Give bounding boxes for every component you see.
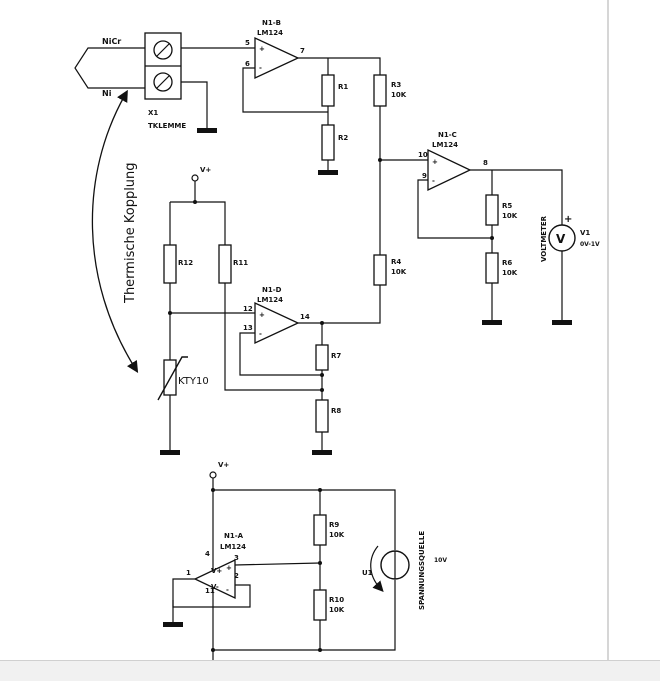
opamp-n1a-minus: - [226, 586, 229, 594]
supply-label-bottom: V+ [218, 461, 229, 469]
opamp-n1b-pin5: 5 [245, 39, 250, 47]
opamp-n1a [193, 558, 236, 600]
voltmeter-ref: V1 [580, 229, 590, 237]
voltage-source-u1 [370, 545, 410, 592]
r4-value: 10K [391, 268, 407, 276]
thermocouple [74, 47, 145, 89]
r5-value: 10K [502, 212, 518, 220]
r3-value: 10K [391, 91, 407, 99]
opamp-n1c [427, 148, 472, 192]
opamp-n1b-type: LM124 [257, 29, 283, 37]
resistor-r3 [373, 74, 387, 107]
r2-ref: R2 [338, 134, 348, 142]
r11-ref: R11 [233, 259, 248, 267]
opamp-n1a-pin11: 11 [205, 587, 215, 595]
voltmeter-label: VOLTMETER [540, 215, 548, 262]
opamp-n1b-minus: - [259, 64, 262, 72]
terminal-ref: X1 [148, 109, 158, 117]
r9-value: 10K [329, 531, 345, 539]
opamp-n1a-pin1: 1 [186, 569, 191, 577]
opamp-n1c-pin9: 9 [422, 172, 427, 180]
frame-edge-bottom [0, 660, 660, 681]
opamp-n1b-pin7: 7 [300, 47, 305, 55]
r5-ref: R5 [502, 202, 512, 210]
opamp-n1c-pin8: 8 [483, 159, 488, 167]
opamp-n1b-ref: N1-B [262, 19, 281, 27]
resistor-r12 [163, 244, 177, 284]
opamp-n1a-vplus: V+ [211, 567, 222, 575]
voltmeter-range: 0V-1V [580, 241, 600, 248]
r6-ref: R6 [502, 259, 512, 267]
supply-node-bottom [209, 471, 217, 479]
opamp-n1a-vminus: V- [211, 583, 219, 591]
resistor-r9 [313, 514, 327, 546]
coupling-label: Thermische Kopplung [123, 162, 138, 304]
opamp-n1d-pin12: 12 [243, 305, 253, 313]
nicr-label: NiCr [102, 37, 121, 46]
supply-label-top: V+ [200, 166, 211, 174]
terminal-name: TKLEMME [148, 122, 186, 130]
ni-label: Ni [102, 89, 112, 98]
r8-ref: R8 [331, 407, 341, 415]
resistor-r5 [485, 194, 499, 226]
sensor-label: KTY10 [178, 376, 209, 387]
r12-ref: R12 [178, 259, 193, 267]
resistor-r8 [315, 399, 329, 433]
opamp-n1d-ref: N1-D [262, 286, 282, 294]
opamp-n1d-pin13: 13 [243, 324, 253, 332]
terminal-block-x1 [144, 32, 182, 100]
opamp-n1d [254, 301, 300, 345]
source-value: 10V [434, 557, 447, 564]
supply-node-top [191, 174, 199, 182]
r7-ref: R7 [331, 352, 341, 360]
opamp-n1c-ref: N1-C [438, 131, 457, 139]
opamp-n1c-plus: + [432, 158, 438, 166]
resistor-r7 [315, 344, 329, 371]
resistor-r1 [321, 74, 335, 107]
resistor-r10 [313, 589, 327, 621]
opamp-n1d-plus: + [259, 311, 265, 319]
opamp-n1d-type: LM124 [257, 296, 283, 304]
resistor-r11 [218, 244, 232, 284]
opamp-n1b [254, 36, 300, 80]
opamp-n1a-plus: + [226, 564, 232, 572]
opamp-n1b-plus: + [259, 45, 265, 53]
opamp-n1c-type: LM124 [432, 141, 458, 149]
r10-ref: R10 [329, 596, 344, 604]
opamp-n1a-type: LM124 [220, 543, 246, 551]
voltmeter-symbol: V [556, 232, 566, 246]
r6-value: 10K [502, 269, 518, 277]
r3-ref: R3 [391, 81, 401, 89]
r4-ref: R4 [391, 258, 401, 266]
voltmeter-v1 [548, 224, 576, 252]
voltmeter-plus: + [564, 214, 572, 225]
opamp-n1c-pin10: 10 [418, 151, 428, 159]
source-label: SPANNUNGSQUELLE [418, 531, 426, 610]
opamp-n1a-pin3: 3 [234, 554, 239, 562]
resistor-r4 [373, 254, 387, 286]
opamp-n1a-ref: N1-A [224, 532, 244, 540]
opamp-n1b-pin6: 6 [245, 60, 250, 68]
opamp-n1a-pin4: 4 [205, 550, 210, 558]
r10-value: 10K [329, 606, 345, 614]
opamp-n1d-pin14: 14 [300, 313, 310, 321]
frame-edge-right [607, 0, 609, 660]
resistor-r6 [485, 252, 499, 284]
source-ref: U1 [362, 569, 373, 577]
r1-ref: R1 [338, 83, 348, 91]
opamp-n1d-minus: - [259, 330, 262, 338]
resistor-r2 [321, 124, 335, 161]
opamp-n1c-minus: - [432, 177, 435, 185]
opamp-n1a-pin2: 2 [234, 572, 239, 580]
r9-ref: R9 [329, 521, 339, 529]
